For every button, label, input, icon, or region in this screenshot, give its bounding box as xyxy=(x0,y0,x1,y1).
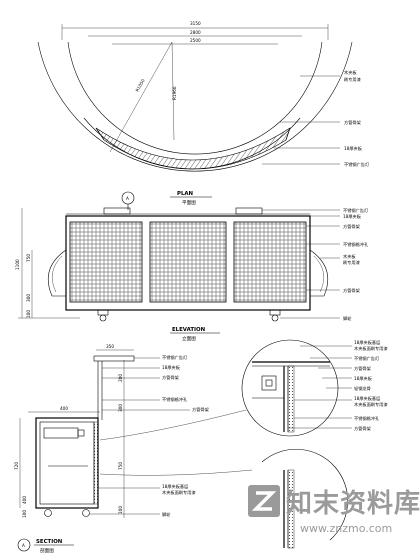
plan-label-board: 18厚夹板 xyxy=(344,145,363,152)
plan-title: PLAN xyxy=(177,191,194,197)
section-dim-m4: 100 xyxy=(118,506,123,514)
section-marker xyxy=(17,538,31,552)
elevation-panel-right xyxy=(233,221,307,303)
watermark-brand: 知末资料库 xyxy=(286,489,420,519)
elevation-title: ELEVATION xyxy=(172,327,206,333)
elevation-subtitle: 立面图 xyxy=(182,335,196,342)
elev-dim-foot: 100 xyxy=(26,310,31,318)
elev-label-7: 方管骨架 xyxy=(343,287,360,294)
watermark-logo-icon xyxy=(248,485,280,517)
section-marker-letter: A xyxy=(22,543,25,548)
detail-label-9: 不锈钢格冲孔 xyxy=(354,415,380,422)
elev-label-3: 方管骨架 xyxy=(343,223,360,230)
elevation-panel-left xyxy=(69,221,143,303)
plan-radius-outer: R1050 xyxy=(135,78,146,93)
elev-dim-base: 300 xyxy=(26,294,31,302)
elev-label-6: 刷专用漆 xyxy=(343,259,360,266)
plan-label-lightbox: 不锈钢广告灯 xyxy=(344,161,370,168)
elevation-view: 1100 750 300 100 不锈钢广告灯 18厚 xyxy=(15,207,369,342)
section-dim-top: 350 xyxy=(106,344,114,349)
detail-label-6: 轻钢龙骨 xyxy=(354,385,371,392)
section-subtitle: 剖面图 xyxy=(40,547,54,554)
elev-label-1: 不锈钢广告灯 xyxy=(343,207,369,214)
detail-view: 18厚夹板基层 木夹板面刷专用漆 不锈钢广告灯 方管骨架 18厚夹板 轻钢龙骨 … xyxy=(241,339,388,549)
watermark-url: www.znzmo.com xyxy=(300,522,392,535)
plan-label-plywood: 木夹板 xyxy=(344,69,357,76)
plan-label-paint: 刷专用漆 xyxy=(344,76,361,83)
detail-label-4: 方管骨架 xyxy=(354,365,371,372)
section-cabinet xyxy=(35,417,99,509)
section-dim-m2: 300 xyxy=(118,404,123,412)
section-label-4: 不锈钢格冲孔 xyxy=(162,396,188,403)
elevation-panel-center xyxy=(149,221,227,303)
detail-label-2: 木夹板面刷专用漆 xyxy=(354,345,388,352)
section-dim-m3: 750 xyxy=(118,462,123,470)
detail-label-10: 方管骨架 xyxy=(354,425,371,432)
section-label-5: 方管骨架 xyxy=(192,406,209,413)
watermark: 知末资料库 www.znzmo.com xyxy=(248,485,420,535)
elev-label-2: 18厚夹板 xyxy=(343,213,362,220)
plan-dim-overall: 3150 xyxy=(190,21,201,26)
section-label-6: 18厚夹板基层 xyxy=(162,483,188,490)
detail-label-3: 不锈钢广告灯 xyxy=(354,355,380,362)
detail-label-5: 18厚夹板 xyxy=(354,375,373,382)
detail-label-8: 木夹板面刷专用漆 xyxy=(354,401,388,408)
elevation-caster-right xyxy=(269,309,281,322)
elevation-caster-left xyxy=(97,309,109,322)
section-view: 350 400 720 400 100 200 300 750 100 不锈钢广… xyxy=(14,344,253,554)
plan-label-frame: 方管骨架 xyxy=(344,119,361,126)
section-title: SECTION xyxy=(36,539,63,545)
section-dim-lower: 400 xyxy=(22,496,27,504)
plan-section-marker-letter: A xyxy=(126,196,129,201)
plan-dim-mid: 2800 xyxy=(190,30,201,35)
elev-label-8: 脚轮 xyxy=(343,315,352,322)
elev-dim-total: 1100 xyxy=(15,259,20,270)
section-label-3: 方管骨架 xyxy=(162,374,179,381)
detail-label-7: 18厚夹板基层 xyxy=(354,395,380,402)
plan-dim-inner: 2500 xyxy=(190,38,201,43)
section-dim-height: 720 xyxy=(14,462,19,470)
section-label-2: 18厚夹板 xyxy=(162,364,181,371)
elev-label-5: 木夹板 xyxy=(343,253,356,260)
detail-label-1: 18厚夹板基层 xyxy=(354,339,380,346)
section-label-7: 木夹板面刷专用漆 xyxy=(162,489,196,496)
plan-radius-inner: R1960 xyxy=(172,86,177,100)
section-drawer xyxy=(43,427,79,439)
section-label-1: 不锈钢广告灯 xyxy=(162,354,188,361)
plan-view: 3150 2800 2500 R1050 R1960 木夹板 刷专用漆 方管骨架… xyxy=(37,21,370,210)
section-dim-width: 400 xyxy=(60,406,68,411)
elev-dim-panel: 750 xyxy=(26,254,31,262)
section-label-8: 脚轮 xyxy=(162,511,171,518)
plan-subtitle: 平面图 xyxy=(182,200,196,206)
section-dim-foot: 100 xyxy=(22,510,27,518)
plan-hatched-band xyxy=(95,127,291,170)
elev-label-4: 不锈钢格冲孔 xyxy=(343,241,369,248)
